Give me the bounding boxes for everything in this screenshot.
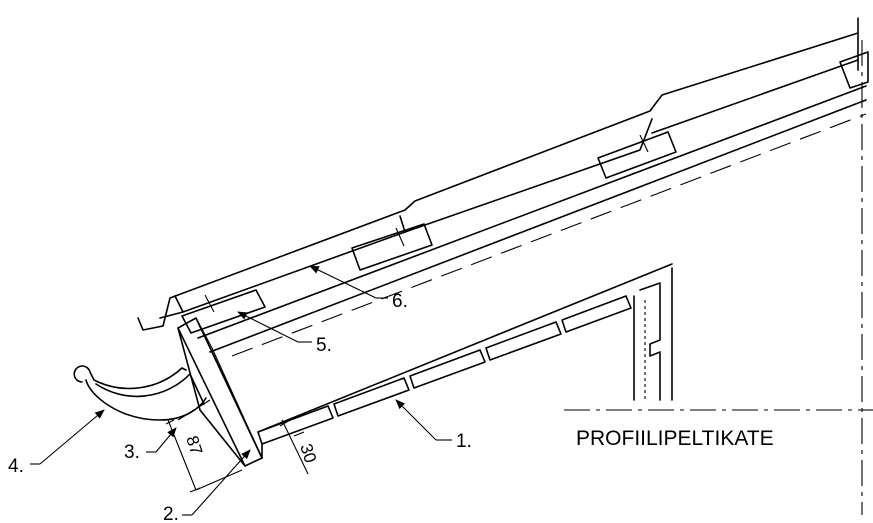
dimension-30: 30 [279, 419, 320, 475]
section-title: PROFIILIPELTIKATE [576, 427, 774, 450]
callout-6: 6. [392, 291, 408, 312]
leader-lines [30, 265, 452, 516]
wall-panel [633, 267, 673, 401]
battens [181, 51, 869, 334]
callout-2: 2. [163, 504, 179, 523]
underlay-lines [197, 85, 867, 357]
callout-labels: 1. 2. 3. 4. 5. 6. [8, 291, 472, 523]
dimension-87: 87 [165, 399, 243, 493]
callout-3: 3. [124, 442, 140, 463]
dimension-30-label: 30 [296, 441, 320, 465]
callout-5: 5. [316, 335, 332, 356]
callout-4: 4. [8, 456, 24, 477]
roof-profile-sheet [137, 17, 859, 331]
callout-1: 1. [456, 431, 472, 452]
ceiling-boards [257, 263, 673, 459]
dimension-87-label: 87 [182, 433, 206, 457]
gutter [73, 365, 207, 421]
section-boundary [564, 40, 873, 515]
